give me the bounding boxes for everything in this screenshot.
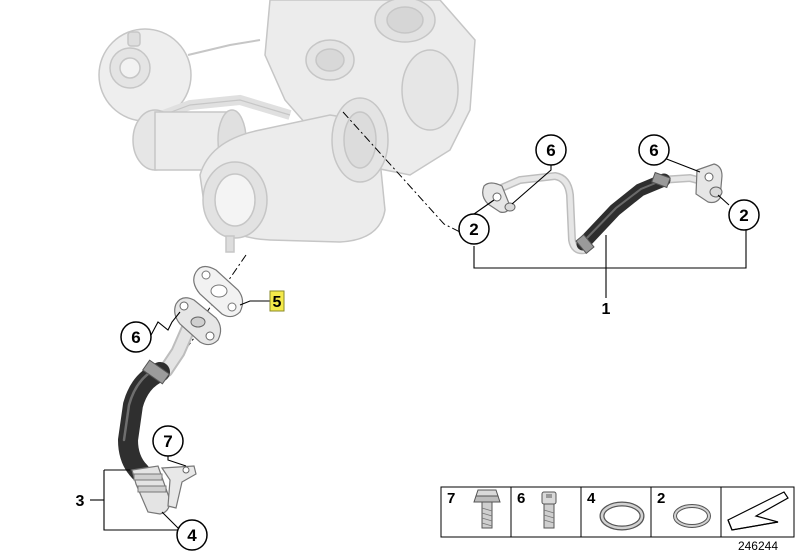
callout-6-lower: 6 (120, 321, 152, 353)
turbocharger-illustration (98, 0, 476, 253)
svg-text:6: 6 (546, 141, 555, 160)
svg-text:2: 2 (739, 206, 748, 225)
reference-5-highlighted: 5 (269, 290, 285, 312)
leader-lines (90, 157, 747, 531)
gasket-part-5 (193, 265, 244, 318)
legend-cell-arrow (727, 491, 789, 531)
svg-text:4: 4 (587, 490, 596, 507)
svg-text:2: 2 (657, 490, 665, 507)
callout-2-right: 2 (728, 199, 760, 231)
svg-text:6: 6 (649, 141, 658, 160)
svg-text:6: 6 (131, 328, 140, 347)
legend-cell-4: 4 (587, 490, 645, 531)
svg-text:4: 4 (187, 526, 197, 545)
upper-oil-line-assembly (482, 163, 723, 255)
legend-cell-7: 7 (447, 489, 501, 529)
svg-text:6: 6 (517, 490, 525, 507)
callout-7-lower: 7 (152, 425, 184, 457)
callout-6-upper-left: 6 (535, 134, 567, 166)
screw-icon (541, 491, 557, 529)
arrow-icon (727, 491, 789, 531)
reference-1: 1 (602, 301, 611, 318)
parts-legend: 7 6 4 (440, 486, 795, 538)
callout-2-left: 2 (458, 213, 490, 245)
svg-text:2: 2 (469, 220, 478, 239)
legend-cell-6: 6 (517, 490, 557, 529)
reference-3: 3 (76, 493, 85, 510)
callout-6-upper-right: 6 (638, 134, 670, 166)
lower-oil-line-assembly (117, 297, 222, 515)
callout-4-lower: 4 (176, 519, 208, 551)
small-o-ring-icon (673, 504, 711, 528)
large-o-ring-icon (599, 501, 645, 531)
svg-text:7: 7 (447, 490, 455, 507)
svg-text:7: 7 (163, 432, 172, 451)
bolt-icon (473, 489, 501, 529)
legend-cell-2: 2 (657, 490, 711, 528)
svg-text:5: 5 (273, 294, 282, 311)
diagram-id: 246244 (738, 539, 778, 553)
